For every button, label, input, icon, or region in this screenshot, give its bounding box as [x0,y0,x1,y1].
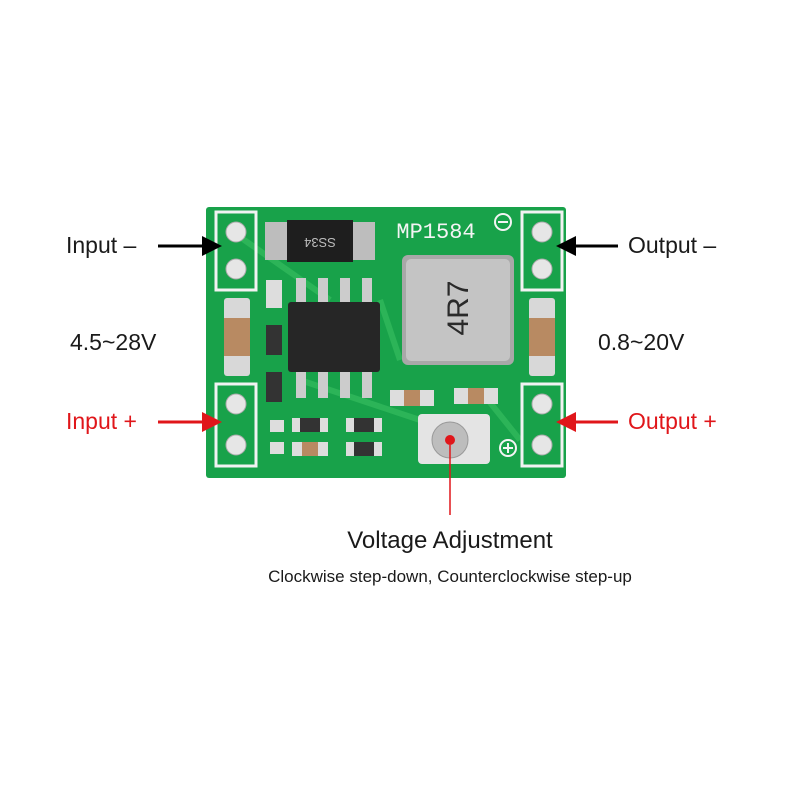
inductor-4r7: 4R7 [402,255,514,365]
arrow-output-minus [556,236,618,256]
arrow-output-plus [556,412,618,432]
output-voltage-label: 0.8~20V [598,329,685,355]
arrow-input-minus [158,236,222,256]
voltage-adjustment-title: Voltage Adjustment [347,527,553,554]
capacitor-right [529,298,555,376]
input-plus-label: Input + [66,408,137,434]
arrow-input-plus [158,412,222,432]
smd-components [266,280,498,456]
diode-ss34: SS34 [265,220,375,262]
svg-text:4R7: 4R7 [442,280,475,335]
terminal-input-plus [214,382,258,468]
potentiometer[interactable] [418,414,490,464]
output-plus-label: Output + [628,408,717,434]
input-minus-label: Input – [66,232,137,258]
output-minus-label: Output – [628,232,717,258]
svg-text:SS34: SS34 [304,235,336,250]
terminal-input-minus [214,210,258,292]
minus-symbol [494,213,512,231]
chip-label: MP1584 [396,220,475,245]
ic-chip [288,278,380,398]
input-voltage-label: 4.5~28V [70,329,157,355]
terminal-output-plus [520,382,564,468]
plus-symbol [499,439,517,457]
capacitor-left [224,298,250,376]
terminal-output-minus [520,210,564,292]
voltage-adjustment-subtitle: Clockwise step-down, Counterclockwise st… [268,567,632,586]
